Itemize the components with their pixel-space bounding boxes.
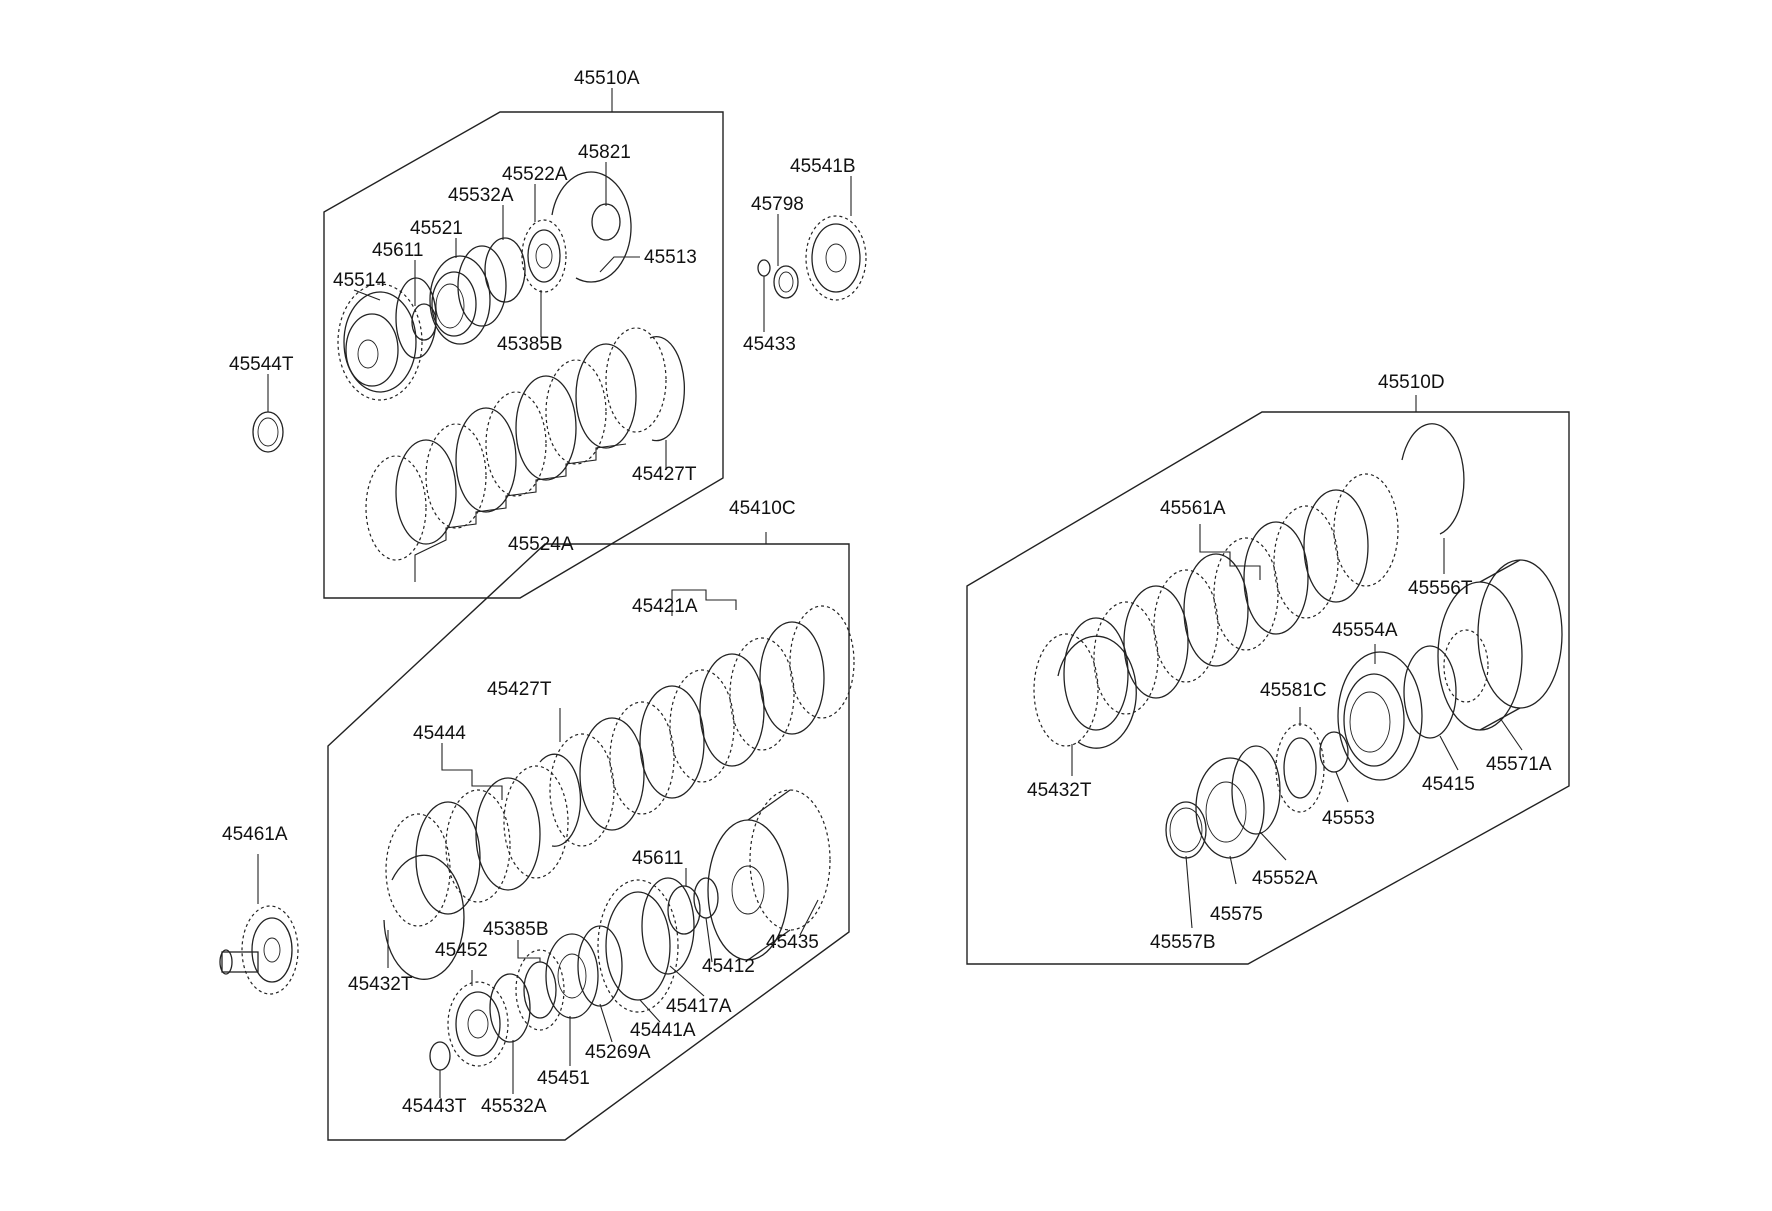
clutch-plates-45524A bbox=[365, 327, 667, 561]
label-45521: 45521 bbox=[410, 218, 463, 239]
snap-ring-45427T-top bbox=[649, 335, 686, 442]
label-45385B-mid: 45385B bbox=[483, 919, 549, 940]
label-45571A: 45571A bbox=[1486, 754, 1552, 775]
snap-ring-45432T-left bbox=[383, 854, 465, 980]
label-45544T: 45544T bbox=[229, 354, 294, 375]
label-45522A: 45522A bbox=[502, 164, 568, 185]
ring-45611-mid bbox=[667, 885, 701, 935]
label-45552A: 45552A bbox=[1252, 868, 1318, 889]
label-45575: 45575 bbox=[1210, 904, 1263, 925]
seal-45532A-top bbox=[484, 237, 526, 303]
label-group-45510D: 45510D bbox=[1378, 372, 1445, 393]
gear-shaft-45461A bbox=[219, 905, 299, 995]
label-45553: 45553 bbox=[1322, 808, 1375, 829]
label-45443T: 45443T bbox=[402, 1096, 467, 1117]
seal-45532A-bottom bbox=[489, 973, 531, 1043]
clutch-plates-45444 bbox=[385, 765, 569, 927]
piston-45554A bbox=[1337, 651, 1423, 781]
snap-ring-45427T-mid bbox=[539, 753, 582, 847]
label-45269A: 45269A bbox=[585, 1042, 651, 1063]
clutch-plates-45561A bbox=[1033, 473, 1399, 747]
label-group-45410C: 45410C bbox=[729, 498, 796, 519]
drum-45571A bbox=[1437, 559, 1563, 731]
label-45611-mid: 45611 bbox=[632, 848, 683, 869]
washer-45798 bbox=[773, 265, 799, 299]
snap-ring-45821 bbox=[591, 203, 621, 241]
label-45451: 45451 bbox=[537, 1068, 590, 1089]
clutch-plates-45421A bbox=[549, 605, 855, 847]
label-45798: 45798 bbox=[751, 194, 804, 215]
snap-ring-45443T bbox=[429, 1041, 451, 1071]
spring-retainer-45581C bbox=[1275, 723, 1325, 813]
ring-45417A bbox=[641, 877, 695, 975]
drum-45435 bbox=[707, 789, 831, 961]
label-45412: 45412 bbox=[702, 956, 755, 977]
washer-45544T bbox=[252, 411, 284, 453]
label-45435: 45435 bbox=[766, 932, 819, 953]
label-45556T: 45556T bbox=[1408, 578, 1473, 599]
ring-45553 bbox=[1319, 731, 1349, 773]
hub-45441A bbox=[597, 879, 679, 1013]
label-group-45510A: 45510A bbox=[574, 68, 640, 89]
label-45421A: 45421A bbox=[632, 596, 698, 617]
label-45524A: 45524A bbox=[508, 534, 574, 555]
snap-ring-45432T-right bbox=[1057, 635, 1137, 749]
group-45410C-frame bbox=[327, 532, 850, 1141]
label-45415: 45415 bbox=[1422, 774, 1475, 795]
group-45510D-frame bbox=[966, 395, 1570, 965]
label-45385B-top: 45385B bbox=[497, 334, 563, 355]
plate-45552A bbox=[1231, 745, 1281, 835]
label-45532A-top: 45532A bbox=[448, 185, 514, 206]
label-45432T-left: 45432T bbox=[348, 974, 413, 995]
label-45444: 45444 bbox=[413, 723, 466, 744]
label-45427T-mid: 45427T bbox=[487, 679, 552, 700]
part-labels: 45510A 45821 45522A 45532A 45521 45611 4… bbox=[222, 68, 1552, 1117]
label-45821: 45821 bbox=[578, 142, 631, 163]
label-45452: 45452 bbox=[435, 940, 488, 961]
label-45432T-right: 45432T bbox=[1027, 780, 1092, 801]
label-45461A: 45461A bbox=[222, 824, 288, 845]
label-45611-top: 45611 bbox=[372, 240, 423, 261]
label-45554A: 45554A bbox=[1332, 620, 1398, 641]
spring-retainer-45522A bbox=[521, 219, 567, 293]
retainer-45575 bbox=[1195, 757, 1265, 859]
hub-45451 bbox=[545, 933, 599, 1019]
piston-45452 bbox=[447, 981, 509, 1067]
snap-ring-45556T bbox=[1401, 423, 1465, 535]
label-45514: 45514 bbox=[333, 270, 386, 291]
sprocket-45541B bbox=[805, 215, 867, 301]
ring-45415 bbox=[1403, 645, 1457, 739]
piston-45521 bbox=[429, 245, 507, 345]
label-45513: 45513 bbox=[644, 247, 697, 268]
label-45557B: 45557B bbox=[1150, 932, 1216, 953]
label-45561A: 45561A bbox=[1160, 498, 1226, 519]
group-45510A-frame bbox=[323, 88, 724, 599]
leader-lines bbox=[257, 162, 1523, 1098]
label-45433: 45433 bbox=[743, 334, 796, 355]
snap-ring-45433 bbox=[757, 259, 771, 277]
label-45427T-top: 45427T bbox=[632, 464, 697, 485]
label-45441A: 45441A bbox=[630, 1020, 696, 1041]
label-45541B: 45541B bbox=[790, 156, 856, 177]
label-45532A-bottom: 45532A bbox=[481, 1096, 547, 1117]
label-45581C: 45581C bbox=[1260, 680, 1327, 701]
label-45417A: 45417A bbox=[666, 996, 732, 1017]
snap-ring-45513 bbox=[551, 171, 632, 283]
